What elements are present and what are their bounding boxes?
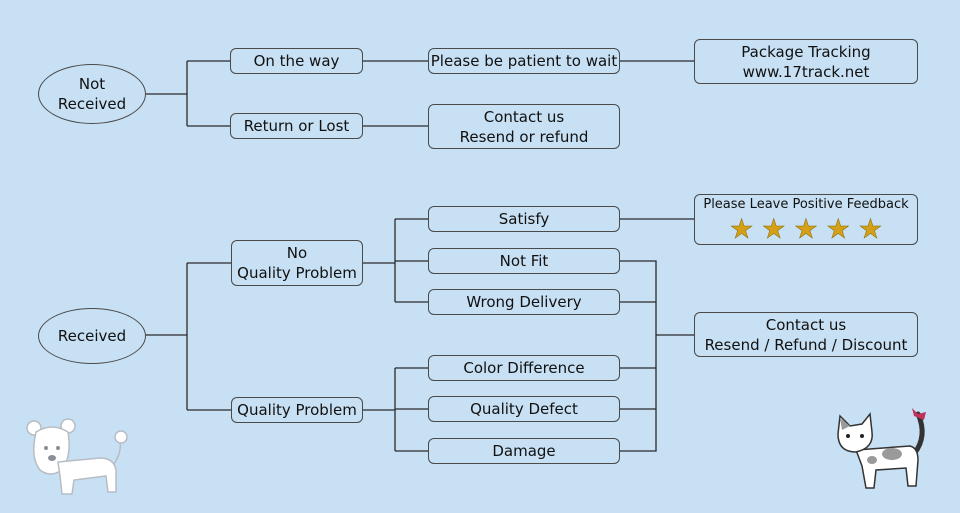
- no-quality-line1: No: [286, 244, 308, 262]
- feedback-stars: ★★★★★: [729, 214, 883, 245]
- node-not-received: Not Received: [38, 64, 146, 124]
- node-no-quality-problem: No Quality Problem: [231, 240, 363, 286]
- node-not-received-line2: Received: [57, 95, 127, 113]
- node-contact-resend: Contact us Resend / Refund / Discount: [694, 312, 918, 357]
- node-not-received-line1: Not: [78, 75, 106, 93]
- contact-refund-line2: Resend or refund: [459, 127, 589, 146]
- node-package-tracking: Package Tracking www.17track.net: [694, 39, 918, 84]
- feedback-text: Please Leave Positive Feedback: [703, 197, 909, 212]
- contact-resend-line1: Contact us: [765, 315, 847, 334]
- contact-resend-line2: Resend / Refund / Discount: [704, 335, 908, 354]
- node-damage: Damage: [428, 438, 620, 464]
- star-icon: ★: [793, 214, 819, 245]
- contact-refund-line1: Contact us: [483, 107, 565, 126]
- dog-illustration: [26, 418, 128, 495]
- node-positive-feedback: Please Leave Positive Feedback ★★★★★: [694, 194, 918, 245]
- node-quality-defect: Quality Defect: [428, 396, 620, 422]
- star-icon: ★: [826, 214, 851, 245]
- star-icon: ★: [761, 214, 786, 245]
- no-quality-line2: Quality Problem: [237, 264, 357, 282]
- star-icon: ★: [858, 214, 883, 245]
- tracking-title: Package Tracking: [741, 42, 871, 61]
- node-please-wait: Please be patient to wait: [428, 48, 620, 74]
- node-not-fit: Not Fit: [428, 248, 620, 274]
- node-satisfy: Satisfy: [428, 206, 620, 232]
- node-wrong-delivery: Wrong Delivery: [428, 289, 620, 315]
- tracking-url: www.17track.net: [742, 62, 870, 81]
- star-icon: ★: [729, 214, 754, 245]
- connector-merge-contact: [619, 260, 657, 452]
- node-received: Received: [38, 308, 146, 364]
- node-quality-problem: Quality Problem: [231, 397, 363, 423]
- node-return-or-lost: Return or Lost: [230, 113, 363, 139]
- node-color-difference: Color Difference: [428, 355, 620, 381]
- node-contact-refund: Contact us Resend or refund: [428, 104, 620, 149]
- cat-illustration: [837, 408, 926, 489]
- node-on-the-way: On the way: [230, 48, 363, 74]
